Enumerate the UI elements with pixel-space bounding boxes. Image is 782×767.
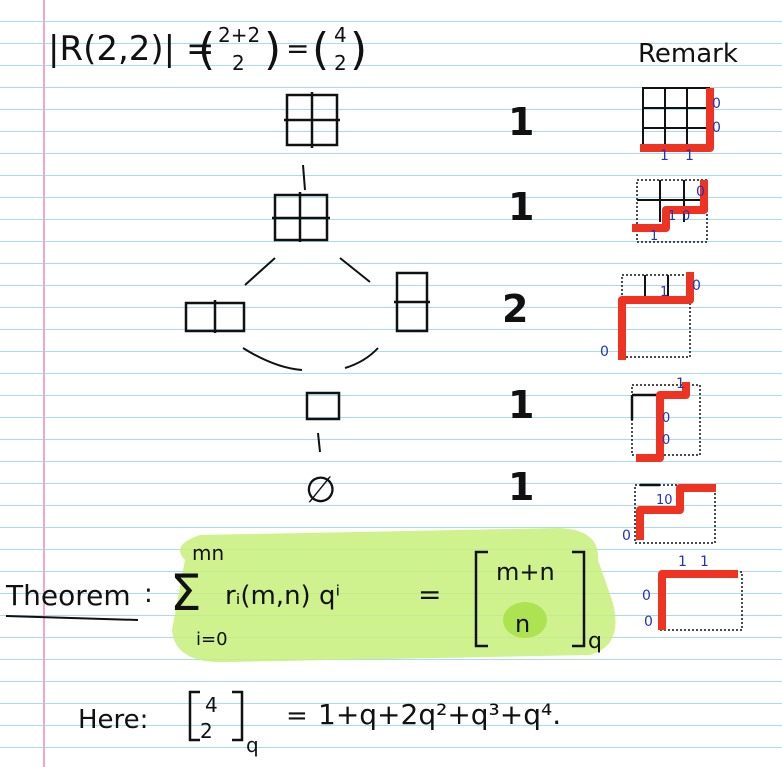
count-rank-1: 1 <box>508 383 534 427</box>
svg-text:0: 0 <box>644 614 653 630</box>
remark-path-5: 10 0 <box>622 483 716 544</box>
svg-text:0: 0 <box>696 184 705 200</box>
lattice-edge-3 <box>339 257 371 283</box>
binom-paren-left-1: ( <box>198 24 215 75</box>
svg-text:0: 0 <box>622 528 631 544</box>
svg-text:1: 1 <box>676 376 685 392</box>
theorem-label: Theorem <box>5 579 131 612</box>
svg-text:1: 1 <box>660 148 669 164</box>
binom-top-1: 2+2 <box>218 23 260 47</box>
gaussian-top: m+n <box>496 558 555 586</box>
lattice-edge-6 <box>317 432 321 453</box>
gaussian-bottom: n <box>515 610 530 638</box>
svg-text:0: 0 <box>662 433 670 448</box>
empty-set-symbol: ∅ <box>305 470 336 511</box>
gaussian-bracket-left <box>474 550 488 648</box>
here-subscript: q <box>246 733 259 757</box>
lattice-edge-2 <box>244 257 276 286</box>
notebook-margin-line <box>43 0 45 767</box>
svg-text:1: 1 <box>668 209 676 224</box>
remark-path-3: 0 1 0 <box>600 272 701 360</box>
here-bracket-top: 4 <box>205 693 218 717</box>
here-label: Here: <box>78 705 148 735</box>
svg-text:1: 1 <box>678 554 687 570</box>
here-bracket-left <box>188 690 200 742</box>
remark-path-1: 0 0 1 1 <box>640 87 721 164</box>
binom-paren-right-1: ) <box>264 24 281 75</box>
lattice-edge-5 <box>344 347 379 369</box>
svg-text:0: 0 <box>642 588 651 604</box>
svg-text:0: 0 <box>682 209 690 224</box>
theorem-summand: rᵢ(m,n) qⁱ <box>225 581 340 611</box>
here-equals: = <box>286 701 308 731</box>
diagram-full-2x2 <box>284 92 340 148</box>
diagram-row-2 <box>184 300 246 333</box>
binom-top-2: 4 <box>334 23 347 47</box>
theorem-colon: : <box>144 579 153 609</box>
remark-path-6: 1 1 0 0 <box>642 554 743 631</box>
sum-sigma: Σ <box>170 564 202 622</box>
svg-text:10: 10 <box>656 493 673 508</box>
here-expansion: 1+q+2q²+q³+q⁴. <box>318 698 561 731</box>
header-equals: = <box>286 32 309 65</box>
diagram-single-box <box>305 391 341 421</box>
binom-bottom-1: 2 <box>232 51 245 75</box>
count-rank-0: 1 <box>508 465 534 509</box>
sum-upper-limit: mn <box>192 541 224 565</box>
remark-label: Remark <box>638 39 738 69</box>
svg-text:0: 0 <box>662 411 670 426</box>
svg-text:1: 1 <box>685 148 694 164</box>
svg-text:0: 0 <box>600 344 609 360</box>
svg-text:1: 1 <box>700 554 709 570</box>
sum-lower-limit: i=0 <box>196 629 228 650</box>
header-formula-left: |R(2,2)| = <box>48 29 214 69</box>
svg-text:0: 0 <box>712 96 721 112</box>
binom-bottom-2: 2 <box>334 51 347 75</box>
here-bracket-right <box>232 690 244 742</box>
binom-paren-right-2: ) <box>350 24 367 75</box>
count-rank-4: 1 <box>508 100 534 144</box>
gaussian-bracket-right <box>572 550 586 648</box>
remark-path-4: 1 0 0 <box>630 376 701 462</box>
svg-text:0: 0 <box>692 278 701 294</box>
count-rank-3: 1 <box>508 185 534 229</box>
count-rank-2: 2 <box>502 287 528 331</box>
theorem-highlight <box>172 528 616 663</box>
lattice-edge-4 <box>242 347 303 371</box>
remark-path-2: 0 1 0 1 <box>632 179 708 244</box>
diagram-3-box <box>272 192 330 242</box>
diagram-column-2 <box>394 271 430 333</box>
gaussian-subscript: q <box>588 629 602 654</box>
theorem-underline <box>5 615 139 621</box>
svg-text:1: 1 <box>660 285 668 300</box>
binom-paren-left-2: ( <box>312 24 329 75</box>
bracket-highlight-blob <box>503 602 547 638</box>
theorem-equals: = <box>418 578 441 611</box>
svg-text:0: 0 <box>712 120 721 136</box>
svg-text:1: 1 <box>650 229 658 244</box>
here-bracket-bottom: 2 <box>200 719 213 743</box>
lattice-edge-1 <box>302 164 306 191</box>
